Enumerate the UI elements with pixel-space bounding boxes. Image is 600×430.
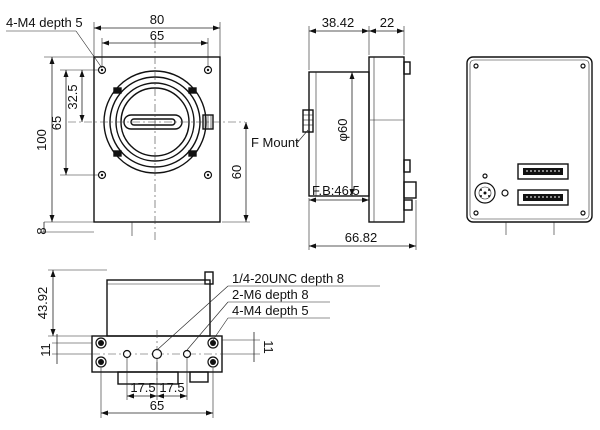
front-body xyxy=(93,56,221,223)
bottom-corner-holes xyxy=(95,337,219,368)
rear-led xyxy=(482,173,488,179)
rear-power-connector xyxy=(474,182,496,204)
dim-17-5-right-label: 17.5 xyxy=(159,380,184,395)
dim-fb-label: F.B:46.5 xyxy=(312,183,360,198)
rear-connector-upper xyxy=(517,163,569,180)
rear-view xyxy=(466,56,593,235)
dim-66-82-label: 66.82 xyxy=(345,230,378,245)
dim-60-label: 60 xyxy=(229,165,244,179)
f-mount-label: F Mount xyxy=(251,135,299,150)
dim-65-bottom: 65 xyxy=(100,368,214,418)
rear-body xyxy=(466,56,593,223)
dim-11-left: 11 xyxy=(38,334,92,364)
dim-66-82: 66.82 xyxy=(308,200,417,250)
dim-flange-back: F.B:46.5 xyxy=(308,183,369,205)
dim-width-65: 65 xyxy=(101,28,209,66)
bottom-center-holes xyxy=(122,348,192,360)
dim-32-5: 32.5 xyxy=(65,70,85,122)
dim-side-top: 38.42 22 xyxy=(308,15,405,70)
bottom-callouts: 1/4-20UNC depth 8 2-M6 depth 8 4-M4 dept… xyxy=(156,271,380,351)
dim-height-65: 65 xyxy=(49,69,98,176)
side-view: 38.42 22 φ60 F Mount F.B:46.5 66.82 xyxy=(251,15,417,250)
callout-unc: 1/4-20UNC depth 8 xyxy=(232,271,344,286)
side-body xyxy=(368,56,405,223)
dim-8: 8 xyxy=(34,222,133,236)
dim-phi-60-label: φ60 xyxy=(335,119,350,142)
dim-width-80: 80 xyxy=(93,12,221,57)
dim-80-label: 80 xyxy=(150,12,164,27)
f-mount-callout: F Mount xyxy=(251,129,309,150)
rear-indicator xyxy=(501,189,509,197)
dim-11-left-label: 11 xyxy=(38,343,53,357)
dim-43-92: 43.92 xyxy=(35,269,107,337)
dim-17-5-left-label: 17.5 xyxy=(130,380,155,395)
dim-65-label: 65 xyxy=(150,28,164,43)
dim-100-label: 100 xyxy=(34,129,49,151)
front-mount-holes xyxy=(97,65,213,180)
dim-65v-label: 65 xyxy=(49,116,64,130)
dim-32-5-label: 32.5 xyxy=(65,84,80,109)
dim-17-5: 17.5 17.5 xyxy=(126,358,188,400)
dim-height-100: 100 xyxy=(34,56,94,223)
dim-43-92-label: 43.92 xyxy=(35,287,50,320)
front-view: 80 65 4-M4 depth 5 100 xyxy=(6,12,250,240)
dim-phi-60: φ60 xyxy=(335,72,355,196)
rear-connector-lower xyxy=(517,189,569,206)
front-screw-note-text: 4-M4 depth 5 xyxy=(6,15,83,30)
callout-m6: 2-M6 depth 8 xyxy=(232,287,309,302)
bottom-view: 43.92 11 11 17.5 17.5 xyxy=(35,269,380,418)
dim-11-right: 11 xyxy=(222,332,276,362)
bottom-barrel xyxy=(106,279,211,337)
dim-60: 60 xyxy=(222,122,250,223)
callout-m4: 4-M4 depth 5 xyxy=(232,303,309,318)
dim-11-right-label: 11 xyxy=(261,340,276,354)
dim-8-label: 8 xyxy=(34,227,49,234)
dim-38-42-label: 38.42 xyxy=(322,15,355,30)
dim-22-label: 22 xyxy=(380,15,394,30)
dim-65-bottom-label: 65 xyxy=(150,398,164,413)
front-screw-note: 4-M4 depth 5 xyxy=(6,15,103,69)
